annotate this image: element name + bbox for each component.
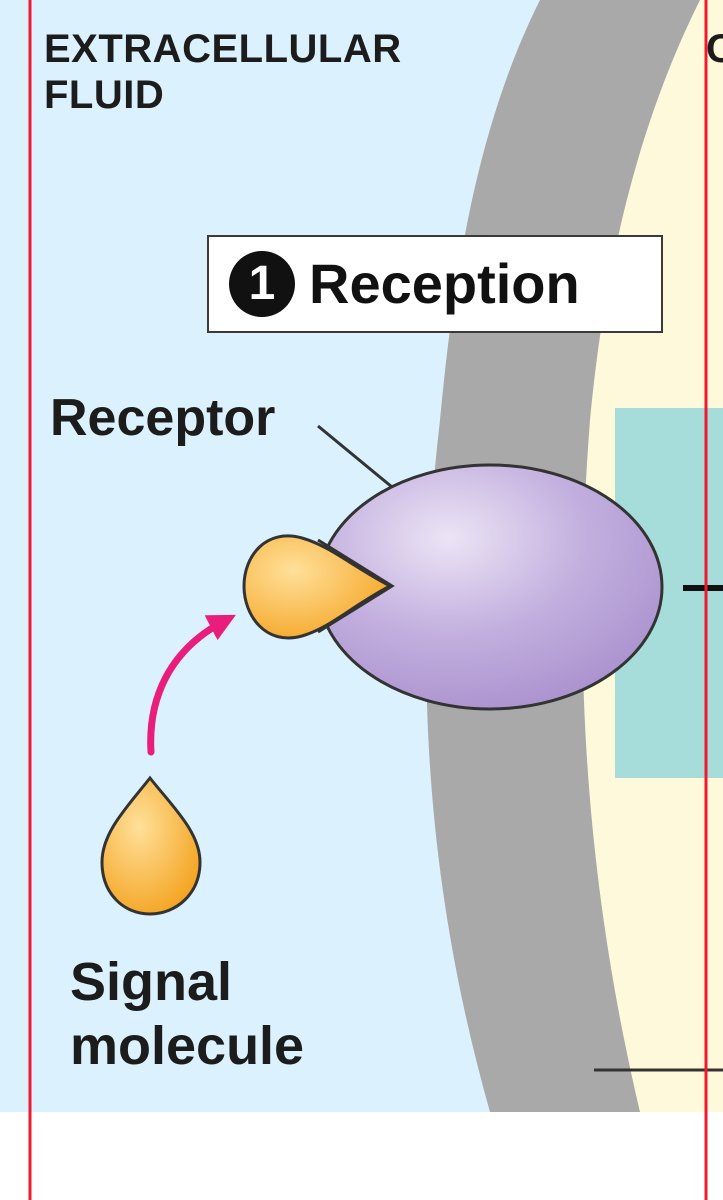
stage-title: Reception [309, 252, 580, 315]
receptor-leader-line [317, 424, 393, 489]
receptor-label: Receptor [50, 389, 276, 447]
extracellular-fluid-label: EXTRACELLULAR FLUID [44, 26, 402, 118]
extracellular-label-line-2: FLUID [44, 73, 165, 117]
signal-molecule-label: Signal molecule [70, 950, 304, 1078]
free-signal-molecule [100, 775, 202, 916]
signal-molecule-label-line-1: Signal [70, 952, 233, 1012]
cut-off-region-label: C [706, 27, 723, 71]
signal-molecule-label-line-2: molecule [70, 1016, 305, 1076]
reception-stage-box: 1 Reception [207, 235, 663, 333]
frame-border-bottom-fill [0, 1112, 723, 1200]
step-number-badge: 1 [229, 251, 295, 317]
extracellular-label-line-1: EXTRACELLULAR [44, 27, 402, 71]
bound-signal-molecule [242, 534, 394, 640]
binding-motion-arrow [147, 614, 236, 756]
